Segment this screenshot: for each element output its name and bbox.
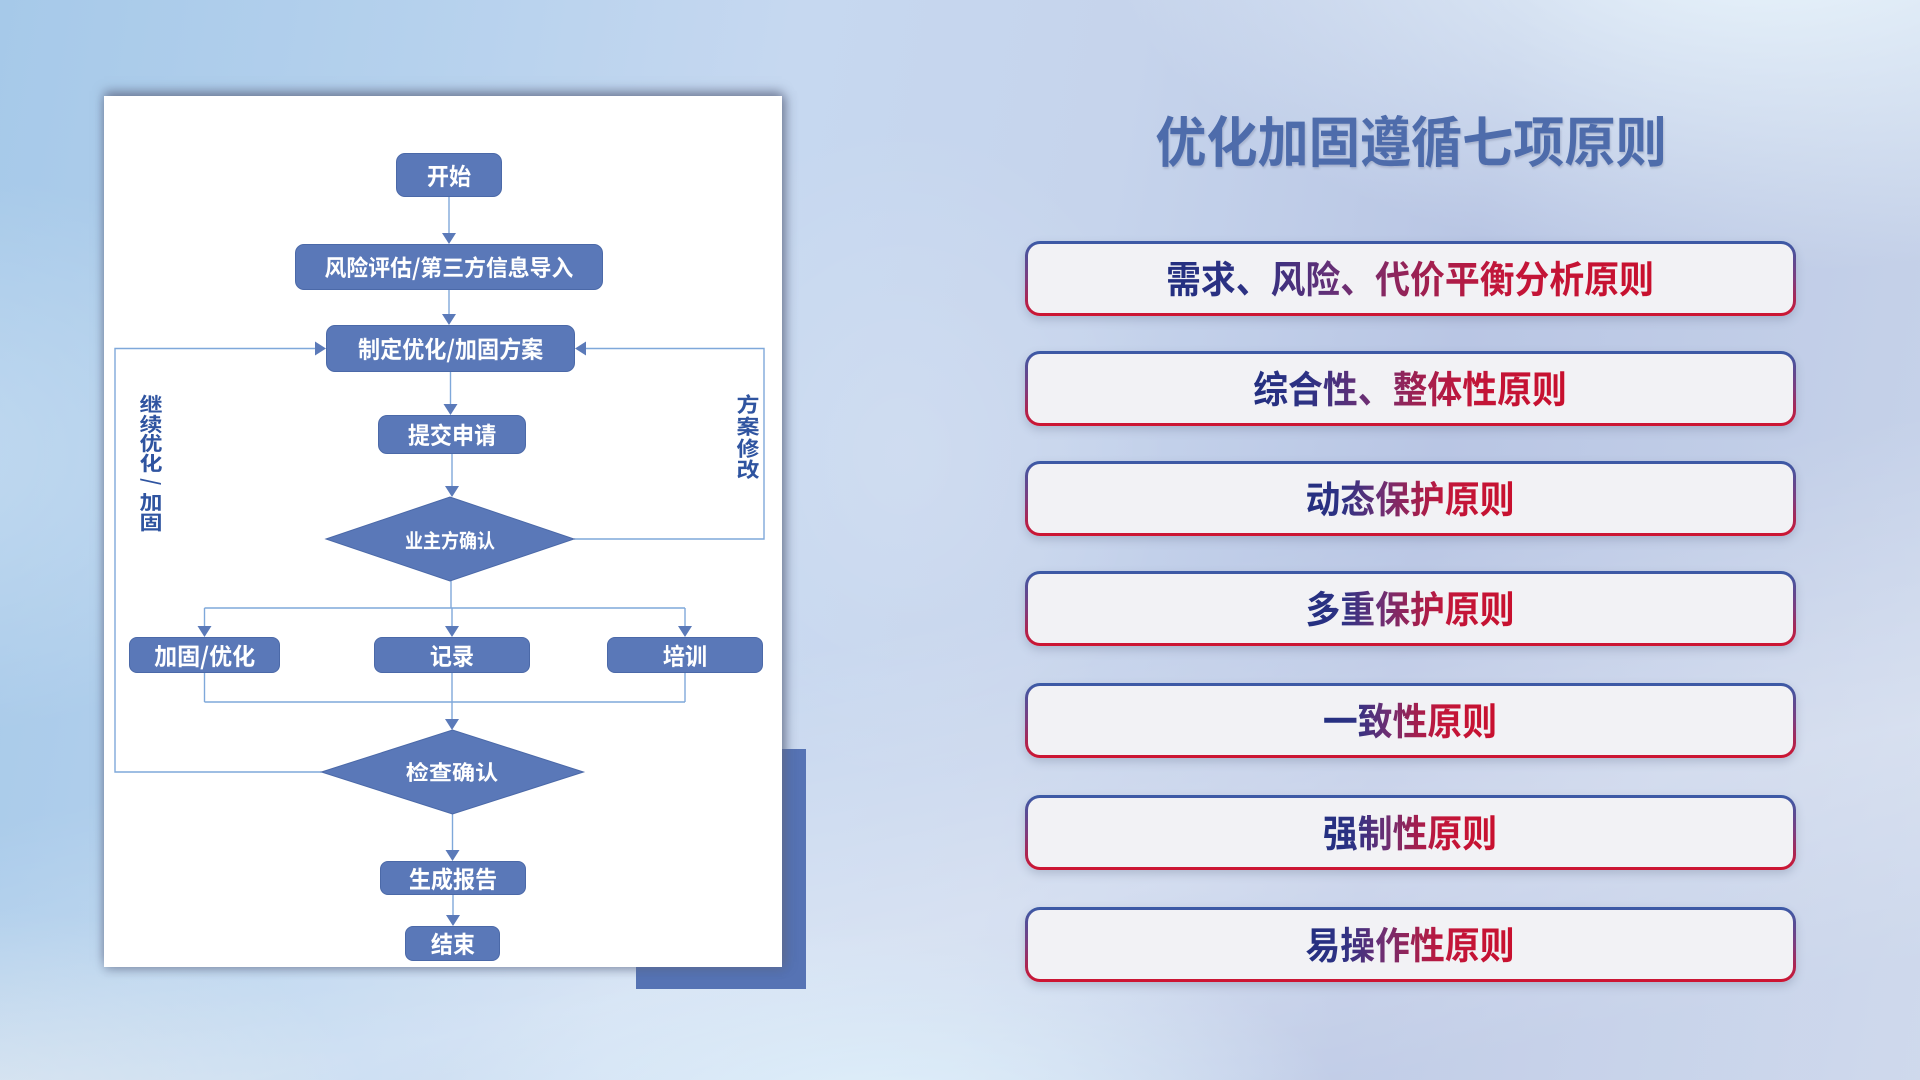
assess-label: 风险评估/第三方信息导入 [324, 249, 574, 283]
principle-box-2: 综合性、整体性原则 [1025, 351, 1796, 426]
flow-node-report: 生成报告 [380, 859, 526, 895]
flow-node-plan: 制定优化/加固方案 [326, 325, 575, 372]
submit-label: 提交申请 [407, 416, 497, 451]
principle-3-label: 动态保护原则 [1305, 468, 1516, 524]
principle-7-label: 易操作性原则 [1305, 914, 1516, 970]
flow-diamond-owner-confirm [324, 496, 576, 582]
principle-2-label: 综合性、整体性原则 [1253, 358, 1568, 414]
flow-diamond-check-confirm-label: 检查确认 [352, 752, 552, 792]
check-confirm-label: 检查确认 [405, 757, 499, 787]
training-label: 培训 [662, 636, 708, 672]
principle-6-label: 强制性原则 [1323, 802, 1498, 858]
principle-5-label: 一致性原则 [1323, 690, 1498, 746]
record-label: 记录 [429, 636, 475, 672]
principle-box-6: 强制性原则 [1025, 795, 1796, 870]
start-label: 开始 [426, 156, 472, 192]
flow-node-start: 开始 [396, 153, 502, 197]
principle-box-1: 需求、风险、代价平衡分析原则 [1025, 241, 1796, 316]
principle-box-7: 易操作性原则 [1025, 907, 1796, 982]
principle-1-label: 需求、风险、代价平衡分析原则 [1166, 248, 1655, 304]
flow-node-training: 培训 [607, 637, 763, 673]
principle-box-3: 动态保护原则 [1025, 461, 1796, 536]
flow-diamond-owner-confirm-label: 业主方确认 [350, 519, 550, 559]
flow-diamonds [319, 496, 586, 815]
flowchart-connectors [114, 197, 765, 926]
flow-arrowheads [197, 233, 692, 926]
reinforce-label: 加固/优化 [153, 636, 256, 672]
plan-label: 制定优化/加固方案 [357, 330, 544, 365]
principle-box-4: 多重保护原则 [1025, 571, 1796, 646]
flowchart-card: 开始 风险评估/第三方信息导入 制定优化/加固方案 提交申请 加固/优化 记录 … [104, 96, 782, 967]
flow-node-reinforce: 加固/优化 [129, 637, 280, 673]
flow-connector-lines [114, 197, 765, 917]
flow-node-end: 结束 [405, 925, 500, 961]
principle-box-5: 一致性原则 [1025, 683, 1796, 758]
flow-node-assess: 风险评估/第三方信息导入 [295, 244, 603, 290]
flow-node-submit: 提交申请 [378, 415, 526, 454]
title-label: 优化加固遵循七项原则 [1155, 98, 1667, 178]
principle-4-label: 多重保护原则 [1305, 578, 1516, 634]
end-label: 结束 [430, 925, 475, 960]
owner-confirm-label: 业主方确认 [405, 524, 495, 554]
loop-label-plan-revision: 方案修改 [736, 387, 760, 484]
flow-node-record: 记录 [374, 637, 530, 673]
flow-diamond-check-confirm [319, 729, 586, 815]
loop-label-continue-optimize: 继续优化/加固 [136, 388, 167, 536]
slide-title: 优化加固遵循七项原则 [1026, 98, 1796, 178]
report-label: 生成报告 [408, 859, 498, 895]
